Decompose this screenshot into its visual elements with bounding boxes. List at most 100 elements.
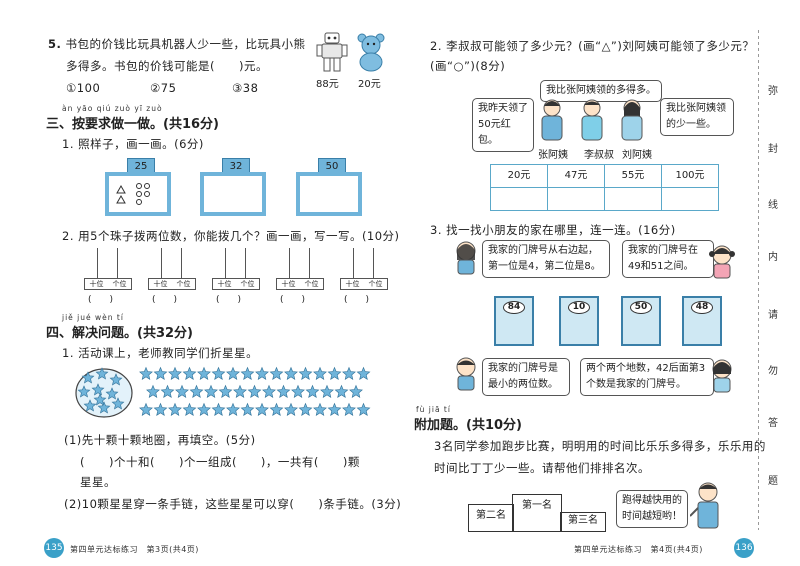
flag-box-3[interactable]: 50 xyxy=(296,158,366,218)
bonus-line2: 时间比丁丁少一些。请帮他们排排名次。 xyxy=(434,461,650,475)
q5-number: 5. xyxy=(48,37,62,51)
bear-price: 20元 xyxy=(358,79,381,90)
star-icon xyxy=(175,384,189,398)
star-icon xyxy=(139,366,153,380)
star-icon xyxy=(233,384,247,398)
abacus-1[interactable]: 十位个位 ( ) xyxy=(84,248,134,306)
name-liu: 刘阿姨 xyxy=(622,150,652,161)
podium: 第一名 第二名 第三名 xyxy=(468,482,608,532)
margin-char-8: 题 xyxy=(768,476,778,487)
amount-cell-20[interactable]: 20元 xyxy=(490,164,548,188)
star-icon xyxy=(269,402,284,416)
sec4-sub2[interactable]: (2)10颗星星穿一条手链，这些星星可以穿( )条手链。(3分) xyxy=(64,497,402,511)
sec4-sub1: (1)先十颗十颗地圈，再填空。(5分) xyxy=(64,433,256,447)
star-icon xyxy=(313,402,327,416)
star-icon xyxy=(83,399,97,412)
bubble-kid-1: 我家的门牌号从右边起，第一位是4，第二位是8。 xyxy=(482,240,610,278)
name-li: 李叔叔 xyxy=(584,150,614,161)
example-drawing xyxy=(116,183,150,205)
abacus-answer-3[interactable]: ( ) xyxy=(216,295,242,305)
sec4-sub1-fill[interactable]: ( )个十和( )个一组成( )，一共有( )颗 xyxy=(80,455,360,469)
star-icon xyxy=(356,366,371,380)
sec4-sub1-fill-2: 星星。 xyxy=(80,475,116,489)
q5-text: 书包的价钱比玩具机器人少一些，比玩具小熊 xyxy=(65,37,306,51)
bonus-title: 附加题。(共10分) xyxy=(414,418,522,433)
abacus-2[interactable]: 十位个位 ( ) xyxy=(148,248,198,306)
binding-line xyxy=(758,30,759,530)
star-icon xyxy=(298,366,313,380)
answer-row xyxy=(490,188,719,211)
sec3-title: 三、按要求做一做。(共16分) xyxy=(46,117,219,132)
abacus-answer-5[interactable]: ( ) xyxy=(344,295,370,305)
abacus-answer-2[interactable]: ( ) xyxy=(152,295,178,305)
amount-cell-55[interactable]: 55元 xyxy=(605,164,662,188)
margin-char-7: 答 xyxy=(768,418,778,429)
star-icon xyxy=(284,366,298,380)
star-icon xyxy=(342,366,356,380)
q5-line2: 多得多。书包的价钱可能是( )元。 xyxy=(66,59,268,73)
girl-3-image xyxy=(712,359,732,393)
q5-option-b[interactable]: ②75 xyxy=(150,81,177,95)
robot-price: 88元 xyxy=(316,79,339,90)
abacus-4[interactable]: 十位个位 ( ) xyxy=(276,248,326,306)
sec4-title: 四、解决问题。(共32分) xyxy=(46,326,193,341)
door-48[interactable]: 48 xyxy=(682,296,722,346)
answer-cell-1[interactable] xyxy=(490,188,548,211)
q5-option-c[interactable]: ③38 xyxy=(232,81,259,95)
abacus-answer-1[interactable]: ( ) xyxy=(88,295,114,305)
star-icon xyxy=(226,402,240,416)
star-icon xyxy=(77,385,91,398)
star-icon xyxy=(298,402,313,416)
girl-1-image xyxy=(456,241,476,275)
answer-cell-4[interactable] xyxy=(662,188,719,211)
name-zhang: 张阿姨 xyxy=(538,150,568,161)
star-icon xyxy=(160,384,175,398)
q5-option-a[interactable]: ①100 xyxy=(66,81,101,95)
star-icon xyxy=(197,366,211,380)
star-icon xyxy=(226,366,240,380)
abacus-answer-4[interactable]: ( ) xyxy=(280,295,306,305)
podium-first[interactable]: 第一名 xyxy=(512,494,562,532)
amount-cell-47[interactable]: 47元 xyxy=(548,164,605,188)
sec4-pinyin: jiě jué wèn tí xyxy=(62,313,124,322)
bubble-teacher: 跑得越快用的时间越短哟！ xyxy=(616,490,688,528)
right-page-number: 136 xyxy=(734,538,754,558)
star-icon xyxy=(97,401,111,414)
podium-third[interactable]: 第三名 xyxy=(560,512,606,532)
abacus-5[interactable]: 十位个位 ( ) xyxy=(340,248,390,306)
flag-box-2[interactable]: 32 xyxy=(200,158,270,218)
bonus-line1: 3名同学参加跑步比赛，明明用的时间比乐乐多得多，乐乐用的 xyxy=(434,439,766,453)
star-icon xyxy=(247,384,262,398)
q2-line1: 2. 李叔叔可能领了多少元？(画“△”)刘阿姨可能领了多少元？ xyxy=(430,39,755,53)
star-icon xyxy=(255,366,269,380)
star-icon xyxy=(305,384,320,398)
q3-line: 3. 找一找小朋友的家在哪里，连一连。(16分) xyxy=(430,223,676,237)
star-icon xyxy=(168,402,182,416)
right-footer-text: 第四单元达标练习 第4页(共4页) xyxy=(574,545,703,554)
star-icon xyxy=(197,402,211,416)
star-icon xyxy=(93,393,107,406)
star-icon xyxy=(240,402,255,416)
bubble-kid-3: 我家的门牌号是最小的两位数。 xyxy=(482,358,570,396)
answer-cell-3[interactable] xyxy=(605,188,662,211)
door-50[interactable]: 50 xyxy=(621,296,661,346)
abacus-3[interactable]: 十位个位 ( ) xyxy=(212,248,262,306)
star-icon xyxy=(211,402,226,416)
answer-cell-2[interactable] xyxy=(548,188,605,211)
door-10[interactable]: 10 xyxy=(559,296,599,346)
star-icon xyxy=(111,397,125,410)
q5-line1: 5. 书包的价钱比玩具机器人少一些，比玩具小熊 xyxy=(48,36,306,52)
margin-char-1: 弥 xyxy=(768,86,778,97)
star-icon xyxy=(211,366,226,380)
stars-group[interactable] xyxy=(70,362,380,424)
podium-second[interactable]: 第二名 xyxy=(468,504,514,532)
sec3-pinyin: àn yāo qiú zuò yī zuò xyxy=(62,104,163,113)
door-84[interactable]: 84 xyxy=(494,296,534,346)
bear-toy-image xyxy=(357,33,385,72)
margin-char-4: 内 xyxy=(768,252,778,263)
star-icon xyxy=(105,387,119,400)
star-icon xyxy=(153,366,168,380)
amount-cell-100[interactable]: 100元 xyxy=(662,164,719,188)
star-icon xyxy=(218,384,233,398)
sec3-q2: 2. 用5个珠子拨两位数，你能拨几个？画一画，写一写。(10分) xyxy=(62,229,400,243)
